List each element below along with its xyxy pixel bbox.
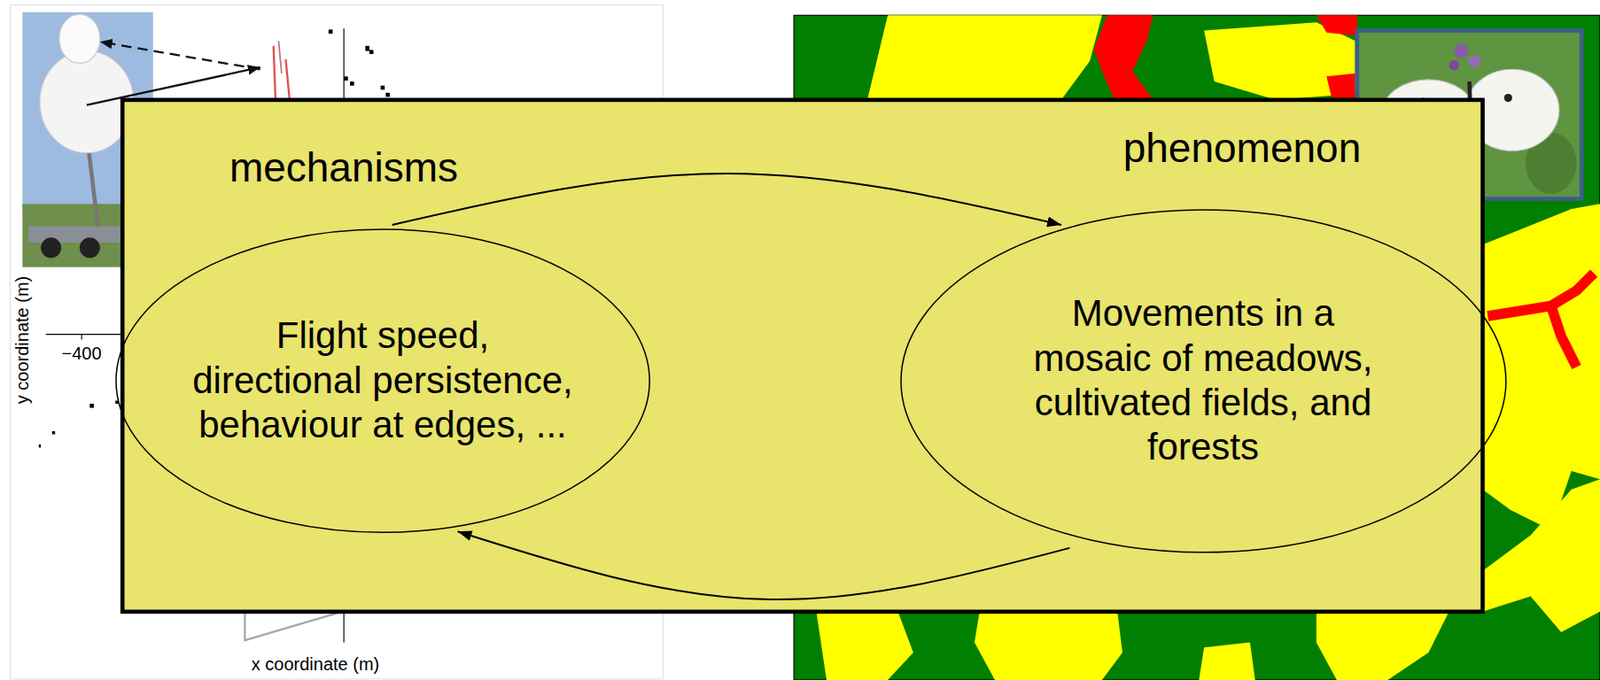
map-field [1326, 73, 1355, 99]
position-dot [385, 93, 390, 98]
position-dot [343, 76, 349, 81]
connector-arrow [458, 531, 1071, 600]
map-field [1094, 15, 1154, 101]
position-dot [380, 85, 386, 91]
heading-text: phenomenon [1123, 124, 1362, 172]
position-dot [369, 49, 374, 55]
trailer-wheel [79, 237, 101, 258]
plot-axis [46, 333, 123, 335]
concept-panel [122, 100, 1483, 613]
position-dot [52, 431, 55, 435]
flight-track [273, 46, 276, 101]
map-meadow [974, 612, 1123, 680]
ellipse-node: mechanismsFlight speed, directional pers… [115, 228, 651, 534]
tick-label: −400 [61, 343, 101, 364]
ellipse-text: Flight speed, directional persistence, b… [189, 313, 576, 448]
position-dot [365, 46, 370, 52]
map-meadow [1198, 642, 1255, 680]
map-field [1487, 273, 1594, 317]
signal-arrow [100, 41, 261, 70]
radar-stand [87, 142, 99, 226]
ellipse-text: Movements in a mosaic of meadows, cultiv… [1023, 291, 1383, 471]
plot-outline [244, 612, 342, 641]
map-field [1551, 305, 1577, 367]
position-dot [349, 81, 355, 86]
ellipse-node: phenomenonMovements in a mosaic of meado… [900, 209, 1507, 554]
flight-track [286, 59, 291, 102]
axis-title: x coordinate (m) [251, 654, 381, 675]
axis-tick [81, 334, 83, 341]
ellipse-outline [900, 209, 1507, 554]
plot-axis [343, 612, 345, 644]
map-field [1316, 15, 1358, 36]
radar-dish [59, 14, 101, 63]
axis-title: y coordinate (m) [12, 276, 32, 405]
wing-spot [1504, 93, 1513, 102]
position-dot [38, 444, 41, 448]
flight-track [278, 40, 281, 74]
map-meadow [1483, 203, 1600, 530]
heading-text: mechanisms [229, 144, 459, 192]
map-meadow [815, 612, 913, 680]
connector-arrow [392, 173, 1062, 226]
map-meadow [1316, 612, 1450, 680]
map-meadow [867, 15, 1103, 101]
map-meadow [1483, 479, 1600, 633]
ellipse-shape [900, 209, 1507, 553]
photo-flower [1453, 44, 1468, 59]
position-dot [89, 403, 94, 409]
trailer-wheel [40, 237, 62, 258]
ellipse-shape [116, 229, 650, 533]
map-meadow [1203, 22, 1355, 101]
plot-axis [343, 28, 345, 102]
photo-flower [1467, 54, 1481, 68]
photo-flower [1449, 60, 1461, 71]
position-dot [328, 29, 334, 34]
radar-dish [39, 51, 134, 154]
